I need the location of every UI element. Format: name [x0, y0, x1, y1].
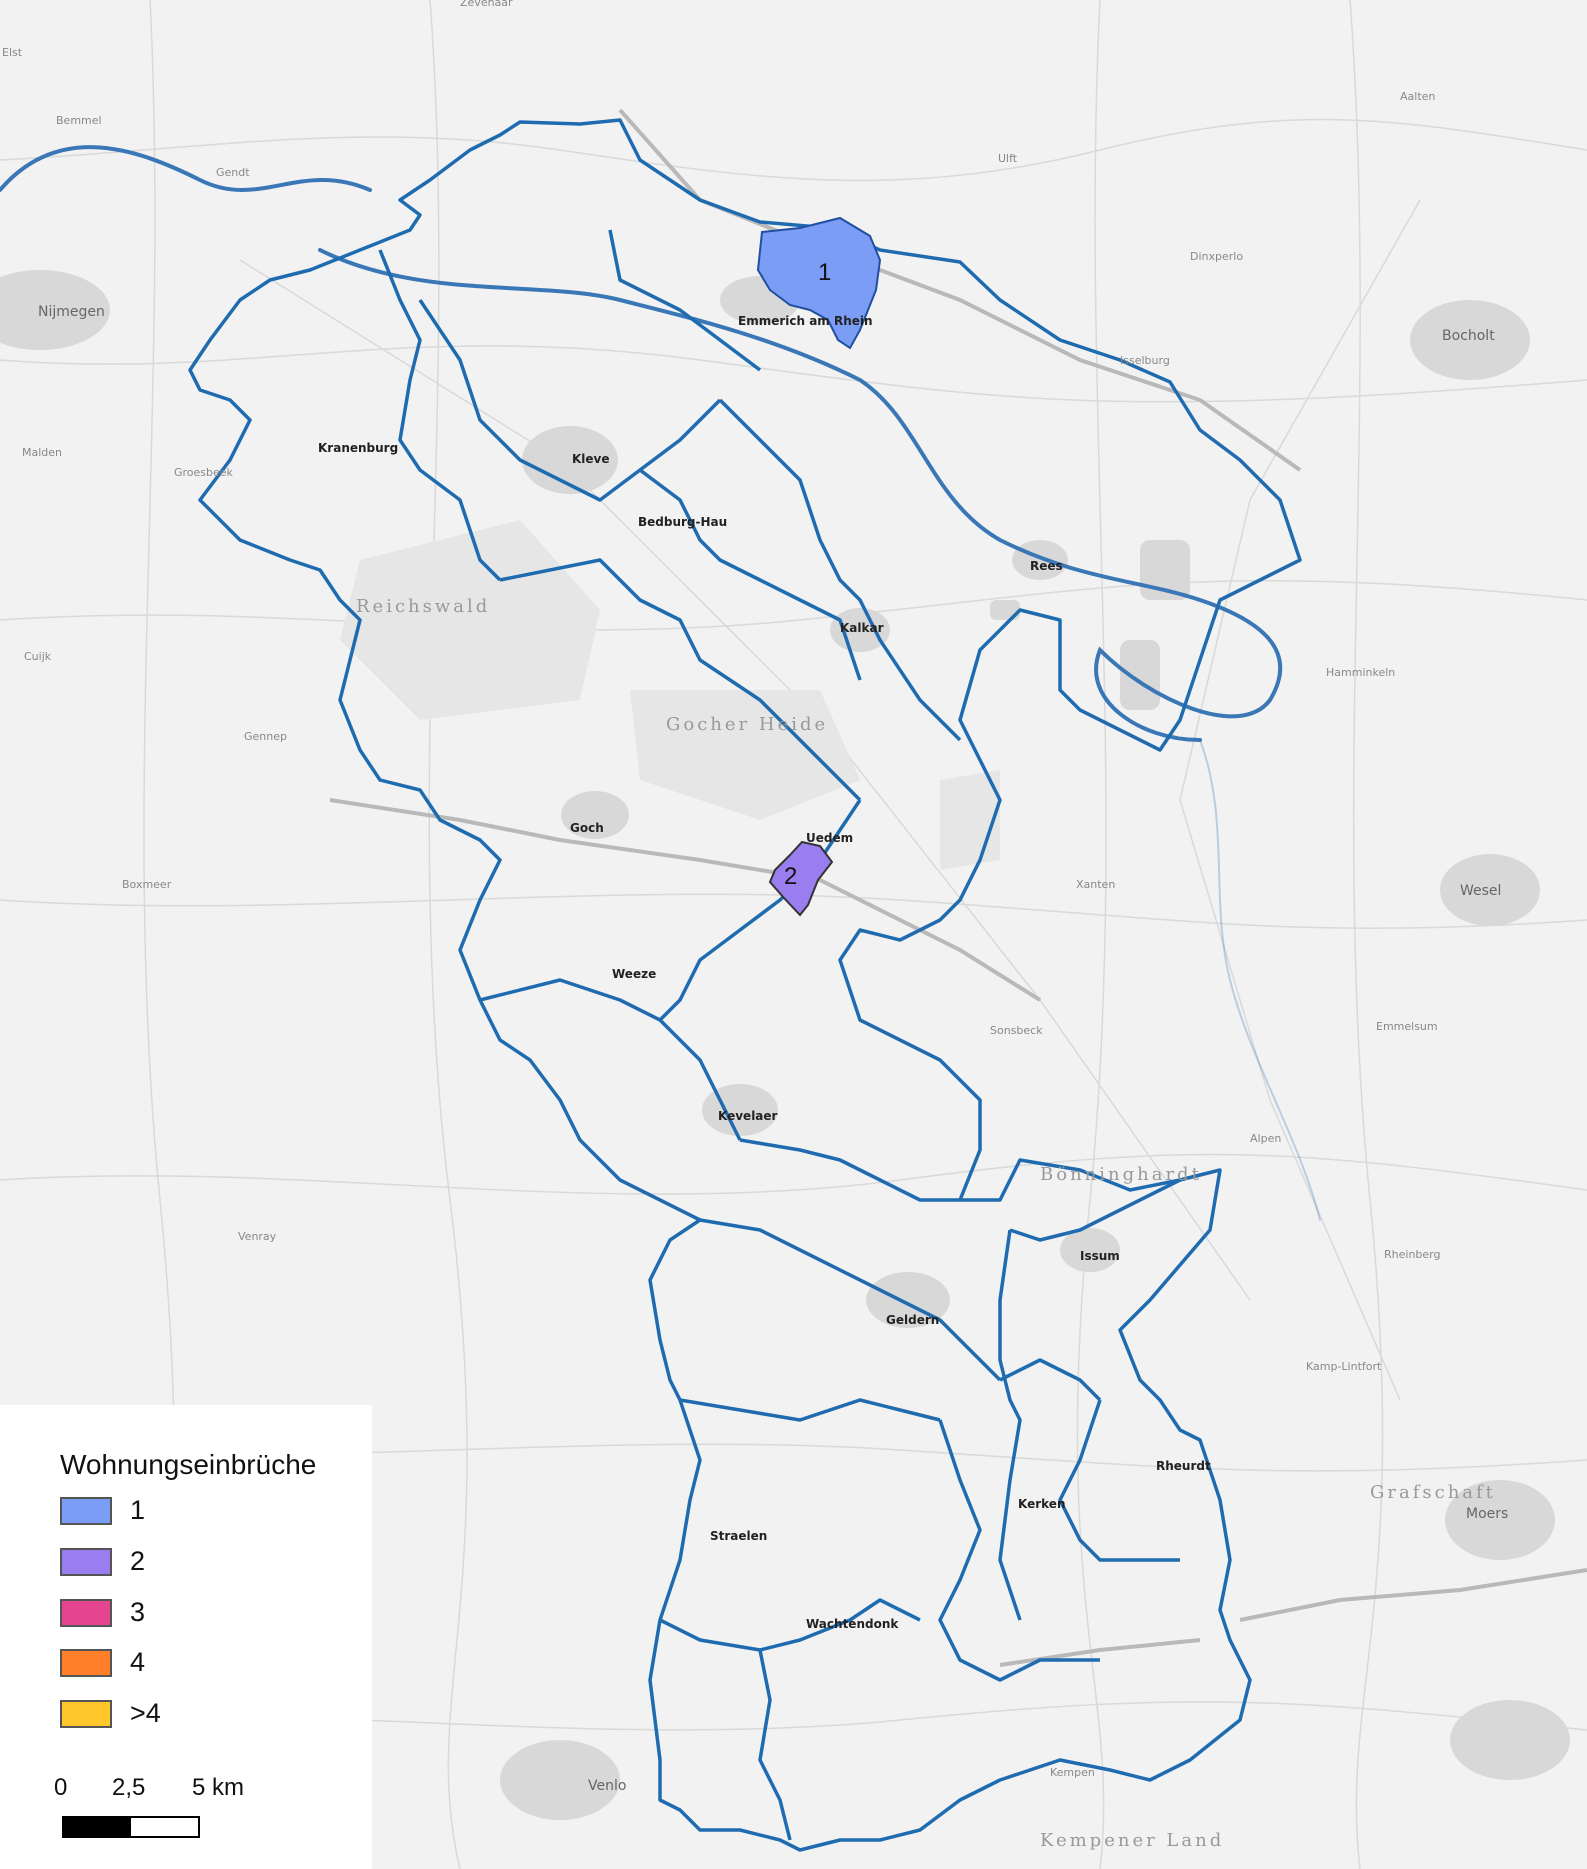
town-rheurdt: Rheurdt	[1156, 1459, 1211, 1473]
town-uedem: Uedem	[806, 831, 853, 845]
place-label: Alpen	[1250, 1132, 1281, 1145]
legend-label: 1	[130, 1495, 146, 1525]
legend-swatch	[60, 1548, 112, 1576]
place-labels: Nijmegen Bocholt Wesel Moers Venlo Issel…	[2, 0, 1508, 1794]
town-straelen: Straelen	[710, 1529, 767, 1543]
place-label: Zevenaar	[460, 0, 513, 9]
area-label: Gocher Heide	[666, 714, 828, 735]
scale-bar: 0 2,5 5 km	[0, 1760, 372, 1869]
town-goch: Goch	[570, 821, 604, 835]
town-issum: Issum	[1080, 1249, 1120, 1263]
town-emmerich: Emmerich am Rhein	[738, 314, 873, 328]
area-label: Grafschaft	[1370, 1482, 1496, 1503]
town-kleve: Kleve	[572, 452, 610, 466]
municipality-boundaries	[188, 118, 1302, 1852]
scale-tick-label: 0	[54, 1774, 68, 1801]
scale-tick-label: 5 km	[192, 1774, 245, 1801]
place-label: Bemmel	[56, 114, 102, 127]
place-label: Elst	[2, 46, 23, 59]
place-label: Cuijk	[24, 650, 52, 663]
area-labels: Reichswald Gocher Heide Bönninghardt Gra…	[356, 596, 1496, 1851]
place-label: Malden	[22, 446, 62, 459]
place-label: Kamp-Lintfort	[1306, 1360, 1382, 1373]
legend-swatch	[60, 1599, 112, 1627]
place-label: Wesel	[1460, 883, 1501, 899]
place-label: Bocholt	[1442, 328, 1495, 344]
place-label: Xanten	[1076, 878, 1115, 891]
legend-label: 4	[130, 1647, 146, 1677]
place-label: Kempen	[1050, 1766, 1095, 1779]
place-label: Gendt	[216, 166, 250, 179]
map-legend: Wohnungseinbrüche 1 2 3 4 >4	[0, 1405, 372, 1760]
town-kerken: Kerken	[1018, 1497, 1065, 1511]
forest-areas	[340, 520, 1000, 870]
town-kranenburg: Kranenburg	[318, 441, 398, 455]
legend-swatch	[60, 1497, 112, 1525]
town-labels: Emmerich am Rhein Kleve Kranenburg Bedbu…	[318, 314, 1211, 1631]
region-highlight-1[interactable]	[756, 216, 882, 350]
legend-label: >4	[130, 1698, 161, 1728]
place-label: Boxmeer	[122, 878, 172, 891]
town-kalkar: Kalkar	[840, 621, 884, 635]
place-label: Emmelsum	[1376, 1020, 1438, 1033]
region-label-2: 2	[784, 863, 797, 890]
town-geldern: Geldern	[886, 1313, 939, 1327]
scale-tick-label: 2,5	[112, 1774, 146, 1801]
place-label: Gennep	[244, 730, 287, 743]
legend-swatch	[60, 1649, 112, 1677]
place-label: Ulft	[998, 152, 1018, 165]
place-label: Isselburg	[1120, 354, 1170, 367]
town-kevelaer: Kevelaer	[718, 1109, 778, 1123]
town-weeze: Weeze	[612, 967, 656, 981]
area-label: Bönninghardt	[1040, 1164, 1202, 1185]
rivers	[0, 145, 1321, 1221]
place-label: Dinxperlo	[1190, 250, 1243, 263]
place-label: Sonsbeck	[990, 1024, 1043, 1037]
place-label: Rheinberg	[1384, 1248, 1440, 1261]
place-label: Hamminkeln	[1326, 666, 1395, 679]
scale-bar-black-segment	[64, 1818, 131, 1836]
place-label: Venray	[238, 1230, 277, 1243]
place-label: Groesbeek	[174, 466, 234, 479]
region-label-1: 1	[818, 259, 831, 286]
place-label: Nijmegen	[38, 304, 105, 320]
region-highlight-2[interactable]	[768, 840, 834, 917]
town-bedburg-hau: Bedburg-Hau	[638, 515, 727, 529]
legend-label: 3	[130, 1597, 146, 1627]
place-label: Venlo	[588, 1778, 626, 1794]
place-label: Aalten	[1400, 90, 1435, 103]
legend-title: Wohnungseinbrüche	[60, 1449, 317, 1480]
town-rees: Rees	[1030, 559, 1063, 573]
scale-bar-graphic	[62, 1816, 200, 1838]
legend-swatch	[60, 1700, 112, 1728]
area-label: Reichswald	[356, 596, 490, 617]
legend-label: 2	[130, 1546, 146, 1576]
district-outline	[188, 118, 1302, 1852]
town-wachtendonk: Wachtendonk	[806, 1617, 899, 1631]
area-label: Kempener Land	[1040, 1830, 1224, 1851]
place-label: Moers	[1466, 1506, 1508, 1522]
